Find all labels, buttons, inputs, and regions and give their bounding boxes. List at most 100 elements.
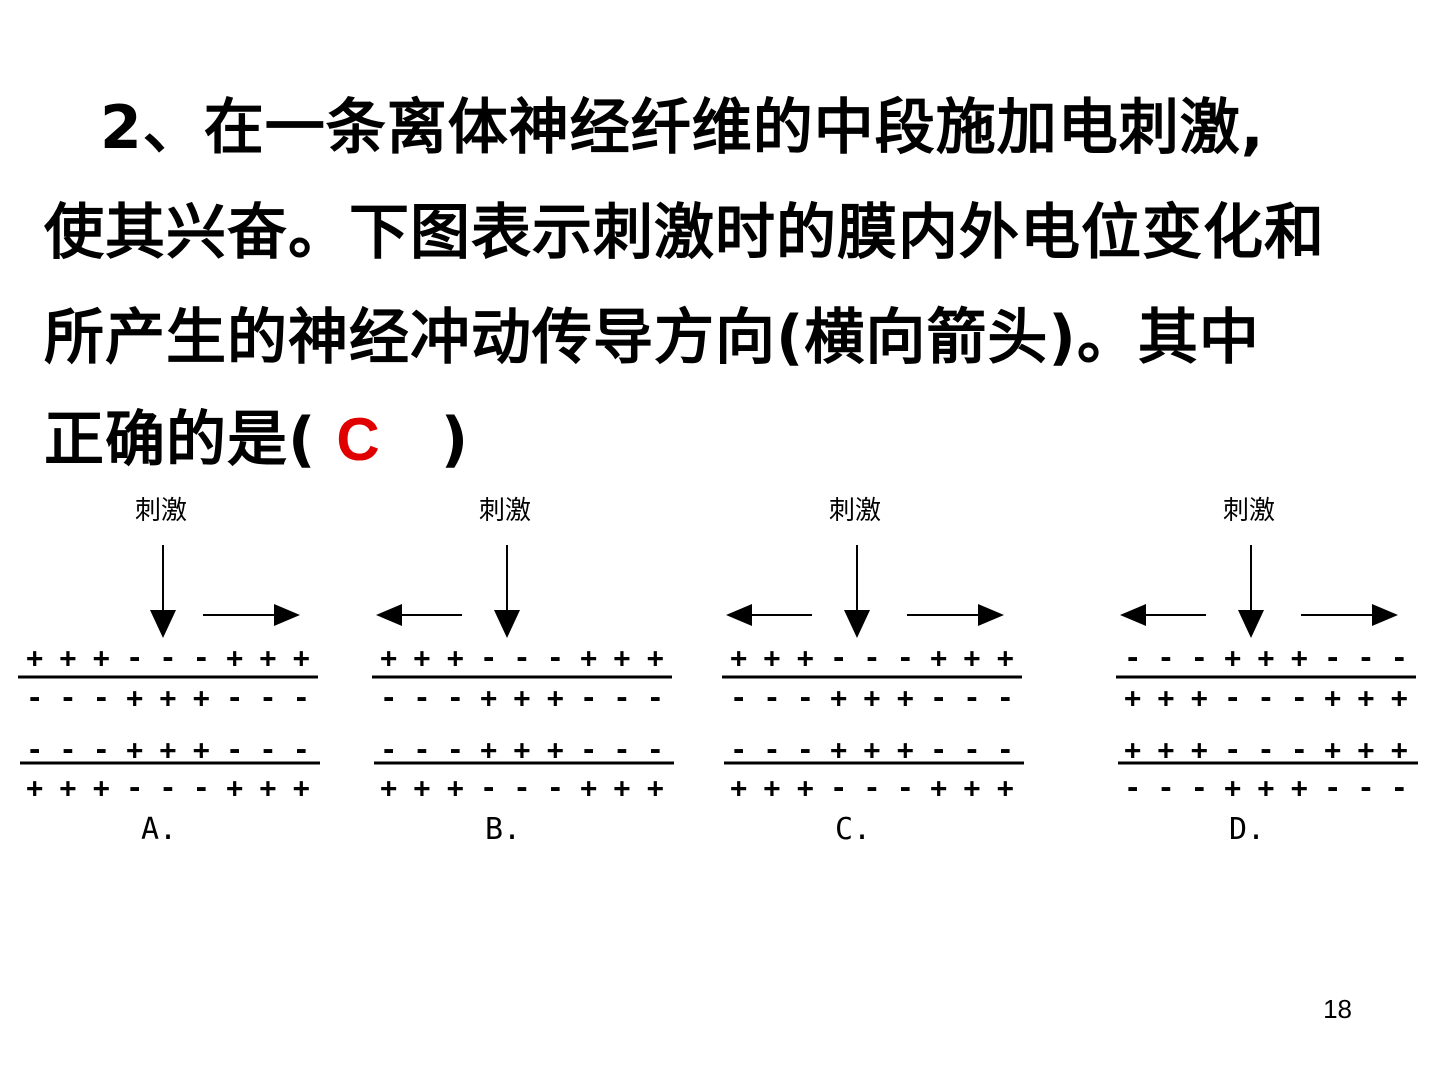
charge-sign: + [1290, 771, 1308, 804]
charge-sign: + [1224, 771, 1242, 804]
membrane-graphic [722, 545, 1024, 765]
charge-sign: + [546, 681, 564, 714]
option-c-diagram: 刺激+++---+++---+++------+++---+++---+++C. [722, 480, 1042, 860]
charge-sign: - [763, 733, 781, 766]
charge-sign: - [896, 771, 914, 804]
charge-sign: + [1124, 681, 1142, 714]
charge-row: +++---+++ [1116, 736, 1416, 764]
charge-sign: + [796, 771, 814, 804]
charge-sign: - [126, 771, 144, 804]
charge-sign: + [1157, 733, 1175, 766]
charge-sign: - [1324, 771, 1342, 804]
charge-sign: - [1224, 681, 1242, 714]
question-line-1: 2、在一条离体神经纤维的中段施加电刺激, [100, 93, 1265, 163]
charge-sign: - [796, 733, 814, 766]
charge-sign: + [963, 641, 981, 674]
stimulus-label: 刺激 [1223, 496, 1276, 526]
charge-row: +++---+++ [722, 644, 1022, 672]
charge-row: ---+++--- [722, 684, 1022, 712]
charge-sign: + [646, 771, 664, 804]
charge-row: +++---+++ [18, 774, 318, 802]
charge-sign: - [26, 733, 44, 766]
charge-sign: + [1224, 641, 1242, 674]
charge-sign: + [996, 771, 1014, 804]
charge-sign: - [613, 733, 631, 766]
charge-sign: + [730, 641, 748, 674]
charge-sign: + [292, 641, 310, 674]
charge-sign: + [1390, 733, 1408, 766]
charge-sign: - [446, 733, 464, 766]
charge-sign: + [580, 771, 598, 804]
charge-row: +++---+++ [722, 774, 1022, 802]
charge-sign: + [830, 681, 848, 714]
charge-sign: - [480, 771, 498, 804]
charge-sign: - [226, 733, 244, 766]
charge-sign: - [1357, 771, 1375, 804]
charge-sign: + [259, 641, 277, 674]
charge-sign: - [796, 681, 814, 714]
charge-sign: - [259, 681, 277, 714]
stimulus-arrow-head [1238, 610, 1264, 638]
charge-sign: - [380, 733, 398, 766]
charge-sign: + [863, 681, 881, 714]
charge-sign: - [1257, 681, 1275, 714]
charge-sign: - [59, 733, 77, 766]
charge-sign: - [830, 641, 848, 674]
charge-sign: - [192, 771, 210, 804]
charge-sign: + [996, 641, 1014, 674]
charge-sign: - [963, 733, 981, 766]
question-line-2: 使其兴奋。下图表示刺激时的膜内外电位变化和 [44, 198, 1325, 268]
charge-sign: - [580, 733, 598, 766]
membrane-graphic [18, 545, 320, 765]
charge-sign: - [930, 681, 948, 714]
charge-sign: - [1224, 733, 1242, 766]
charge-sign: - [159, 771, 177, 804]
charge-sign: - [1390, 641, 1408, 674]
charge-sign: - [446, 681, 464, 714]
charge-sign: + [292, 771, 310, 804]
charge-row: ---+++--- [372, 684, 672, 712]
charge-sign: - [259, 733, 277, 766]
option-d-diagram: 刺激---+++---+++---++++++---+++---+++---D. [1116, 480, 1436, 860]
charge-sign: + [546, 733, 564, 766]
charge-sign: + [159, 681, 177, 714]
stimulus-arrow-head [844, 610, 870, 638]
charge-sign: + [1324, 681, 1342, 714]
charge-row: +++---+++ [18, 644, 318, 672]
charge-sign: + [580, 641, 598, 674]
charge-sign: - [1124, 641, 1142, 674]
answer-text: C [336, 406, 381, 473]
charge-row: +++---+++ [372, 774, 672, 802]
charge-sign: - [1124, 771, 1142, 804]
charge-row: ---+++--- [18, 684, 318, 712]
charge-sign: + [126, 733, 144, 766]
charge-sign: - [613, 681, 631, 714]
charge-sign: - [59, 681, 77, 714]
charge-sign: - [1290, 681, 1308, 714]
charge-sign: + [796, 641, 814, 674]
charge-sign: - [546, 641, 564, 674]
charge-sign: - [413, 681, 431, 714]
charge-sign: + [1324, 733, 1342, 766]
charge-sign: - [1390, 771, 1408, 804]
question-stem-end: 正确的是( [44, 405, 317, 475]
charge-sign: - [863, 771, 881, 804]
charge-sign: + [446, 771, 464, 804]
charge-sign: - [26, 681, 44, 714]
charge-row: ---+++--- [372, 736, 672, 764]
charge-sign: - [1157, 641, 1175, 674]
charge-sign: - [1357, 641, 1375, 674]
charge-sign: + [226, 641, 244, 674]
charge-sign: + [380, 641, 398, 674]
charge-sign: + [830, 733, 848, 766]
charge-sign: - [646, 733, 664, 766]
charge-sign: + [59, 771, 77, 804]
charge-sign: + [92, 771, 110, 804]
charge-sign: - [192, 641, 210, 674]
charge-sign: + [1390, 681, 1408, 714]
stimulus-label: 刺激 [135, 496, 188, 526]
charge-sign: - [1324, 641, 1342, 674]
charge-sign: + [480, 681, 498, 714]
charge-row: +++---+++ [372, 644, 672, 672]
charge-sign: - [930, 733, 948, 766]
